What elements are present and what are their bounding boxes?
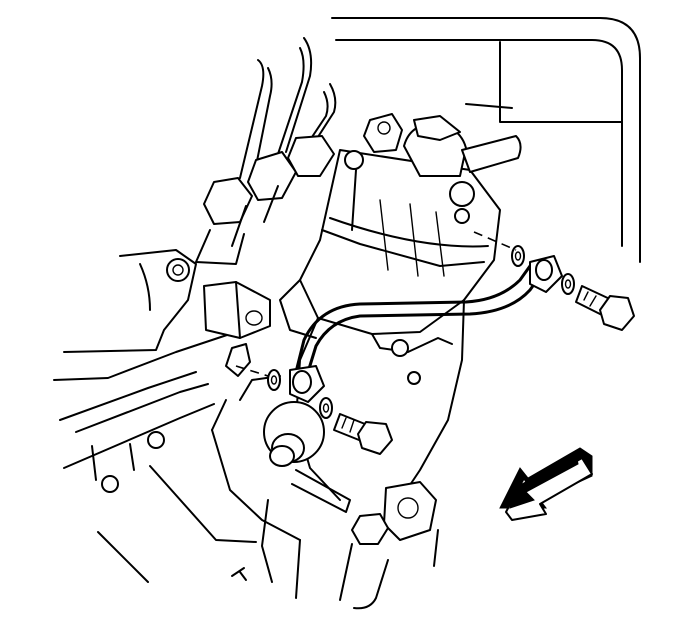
engine-block (53, 249, 237, 493)
body-frame-outline (331, 17, 641, 263)
upper-banjo-fitting[interactable] (511, 245, 575, 295)
lower-banjo-fitting[interactable] (267, 365, 333, 419)
pump-top-cap (363, 103, 522, 177)
injection-pump-body (211, 149, 501, 541)
injector-lines (239, 37, 337, 187)
pump-shaft-boss (263, 401, 351, 513)
pump-bracket (203, 281, 271, 377)
lower-engine-parts (97, 465, 439, 610)
lower-banjo-bolt[interactable] (333, 413, 393, 455)
fuel-line-pipe[interactable] (294, 264, 542, 374)
front-of-vehicle-arrow-icon (499, 447, 593, 521)
alignment-dashed-lines (235, 231, 517, 377)
upper-banjo-bolt[interactable] (575, 285, 635, 331)
line-fitting-nuts (195, 135, 335, 265)
